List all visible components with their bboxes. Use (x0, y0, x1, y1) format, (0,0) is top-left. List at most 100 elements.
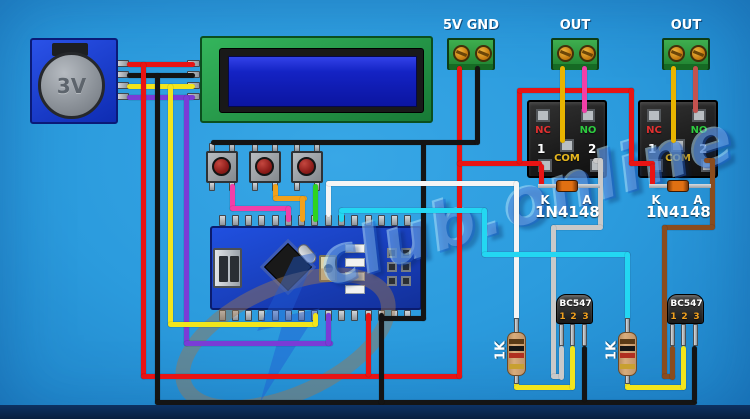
push-button-1 (206, 143, 238, 191)
wire-button1-to-d7 (230, 184, 235, 211)
wire-relay1-coil-to-t1 (551, 374, 564, 379)
relay-pin2-label: 2 (699, 142, 708, 156)
wire-res2-to-base2 (681, 346, 686, 390)
wire-supply-terminal-5v (457, 66, 462, 379)
wire-relay2-coil-to-t2 (710, 158, 715, 229)
bottom-border-bar (0, 405, 750, 419)
relay-pin1-label: 1 (537, 142, 546, 156)
wire-relay1-coil-to-t1 (559, 346, 564, 380)
wire-i2c-vcc-row (127, 62, 195, 67)
wire-i2c-scl-row (127, 95, 195, 100)
wire-t2-emitter-gnd (692, 346, 697, 402)
diode-cathode-label: K (540, 193, 550, 207)
wire-relay1-coil-to-t1 (551, 225, 556, 379)
wire-scl-to-a5 (184, 341, 333, 346)
relay-pin1-label: 1 (648, 142, 657, 156)
transistor-pin-number: 2 (570, 312, 577, 322)
coin-cell-battery: 3V (38, 52, 105, 119)
terminal-block-1 (447, 38, 495, 70)
terminal-screw (579, 45, 596, 62)
wire-d3-to-base2 (625, 252, 630, 323)
transistor-pin-number: 3 (582, 312, 589, 322)
terminal-lip (664, 64, 708, 70)
wire-relay2-coil-to-t2 (662, 374, 675, 379)
wire-d4-to-base1 (326, 181, 331, 217)
wire-d4-to-base1 (326, 181, 518, 186)
terminal-label-2: OUT (559, 18, 591, 33)
wire-button2-to-d6 (273, 184, 278, 201)
wire-d3-to-base2 (339, 208, 487, 213)
battery-voltage-label: 3V (56, 73, 87, 98)
transistor-pin-number: 1 (670, 312, 677, 322)
diode-lead-a (689, 184, 711, 188)
transistor-pin-number: 1 (559, 312, 566, 322)
button-cap (297, 157, 316, 176)
arduino-bottom-pin-stub (231, 310, 239, 321)
usb-connector (213, 248, 242, 288)
transistor-part-label: BC547 (559, 299, 592, 309)
rtc-battery-module: 3V (30, 38, 118, 124)
reset-button (319, 255, 337, 282)
diode-part-label: 1N4148 (535, 203, 600, 221)
resistor-band (509, 353, 524, 358)
transistor-leg (582, 324, 587, 346)
wire-out1-com (560, 66, 565, 143)
terminal-label-1: 5V GND (443, 18, 499, 33)
wire-buttons-gnd (211, 140, 478, 145)
arduino-top-pin-stub (218, 215, 226, 226)
transistor-leg (693, 324, 698, 346)
diode-lead-k (538, 184, 556, 188)
arduino-bottom-pin-stub (338, 310, 346, 321)
terminal-screw (557, 45, 574, 62)
wire-vcc-left-drop (141, 62, 146, 379)
transistor-part-label: BC547 (670, 299, 703, 309)
terminal-label-3: OUT (670, 18, 702, 33)
wire-d3-to-base2 (482, 252, 630, 257)
wire-res1-to-base1 (514, 385, 575, 390)
wire-button3-to-d5 (313, 184, 318, 222)
transistor-leg (681, 324, 686, 346)
wire-arduino-gnd (379, 316, 426, 321)
wire-relay2-coil-5v (629, 161, 655, 166)
arduino-top-pin-stub (245, 215, 253, 226)
smd-led (345, 258, 365, 267)
wire-five-volt-bus (141, 374, 462, 379)
wire-relay1-coil-to-t1 (551, 225, 603, 230)
wire-relay2-coil-5v (650, 164, 655, 186)
wire-relay2-coil-5v (517, 90, 522, 164)
transistor-pin-number: 3 (693, 312, 700, 322)
diode-anode-label: A (582, 193, 592, 207)
arduino-top-pin-stub (391, 215, 399, 226)
relay-nc-label: NC (646, 125, 662, 136)
resistor-band (620, 339, 635, 344)
diode-body-1n4148 (667, 180, 689, 192)
wire-res2-to-base2 (625, 385, 686, 390)
smd-led (345, 285, 365, 294)
wire-gnd-left-drop (155, 73, 160, 405)
transistor-leg (670, 324, 675, 346)
wire-button2-to-d6 (273, 196, 307, 201)
transistor-pin-number: 2 (681, 312, 688, 322)
arduino-bottom-pin-stub (218, 310, 226, 321)
resistor-body (618, 332, 637, 376)
terminal-screw (475, 45, 492, 62)
arduino-bottom-pin-stub (258, 310, 266, 321)
relay-no-label: NO (579, 125, 597, 136)
arduino-top-pin-stub (351, 215, 359, 226)
button-cap (212, 157, 231, 176)
arduino-bottom-pin-stub (245, 310, 253, 321)
arduino-top-pin-stub (404, 215, 412, 226)
wire-relay1-coil-5v (457, 161, 542, 166)
relay-no-label: NO (690, 125, 708, 136)
wire-arduino-5v-feed (366, 313, 371, 377)
wire-relay2-coil-5v (629, 88, 634, 166)
diode-lead-k (649, 184, 667, 188)
wire-d3-to-base2 (482, 208, 487, 257)
